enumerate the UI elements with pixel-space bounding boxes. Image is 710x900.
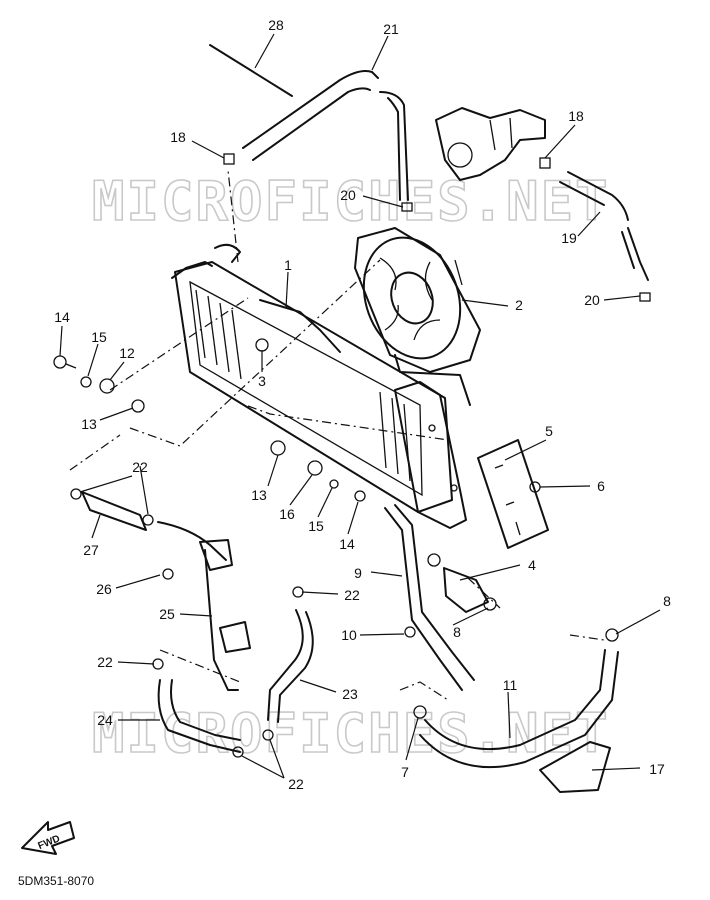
breather-hose [209, 44, 293, 97]
callout-11: 11 [503, 677, 518, 693]
callout-4: 4 [528, 557, 536, 573]
callout-18: 18 [170, 129, 186, 145]
callout-16: 16 [279, 506, 295, 522]
callout-18: 18 [568, 108, 584, 124]
callout-21: 21 [383, 21, 399, 37]
fwd-label: FWD [36, 833, 61, 852]
callouts: 28 21 18 18 20 19 20 2 1 3 14 15 12 13 5… [54, 17, 671, 792]
callout-2: 2 [515, 297, 523, 313]
callout-26: 26 [96, 581, 112, 597]
callout-23: 23 [342, 686, 358, 702]
thermostat-housing [435, 107, 546, 181]
callout-9: 9 [354, 565, 362, 581]
fwd-arrow-icon: FWD [21, 821, 75, 855]
callout-8: 8 [453, 624, 461, 640]
callout-22: 22 [97, 654, 113, 670]
radiator [171, 243, 467, 529]
callout-19: 19 [561, 230, 577, 246]
assembly-lines [69, 169, 605, 701]
callout-7: 7 [401, 764, 409, 780]
callout-24: 24 [97, 712, 113, 728]
callout-22: 22 [132, 459, 148, 475]
lower-left-hoses [81, 491, 314, 753]
diagram-code: 5DM351-8070 [18, 874, 95, 888]
callout-14: 14 [339, 536, 355, 552]
watermark-top: MICROFICHES.NET [92, 170, 610, 233]
bracket [477, 439, 549, 549]
upper-hoses [242, 70, 649, 281]
callout-5: 5 [545, 423, 553, 439]
callout-14: 14 [54, 309, 70, 325]
callout-13: 13 [81, 416, 97, 432]
watermark-bottom: MICROFICHES.NET [92, 702, 610, 765]
callout-22: 22 [288, 776, 304, 792]
callout-15: 15 [308, 518, 324, 534]
callout-22: 22 [344, 587, 360, 603]
callout-17: 17 [649, 761, 665, 777]
callout-15: 15 [91, 329, 107, 345]
callout-25: 25 [159, 606, 175, 622]
callout-13: 13 [251, 487, 267, 503]
callout-6: 6 [597, 478, 605, 494]
leader-lines [59, 33, 661, 779]
callout-27: 27 [83, 542, 99, 558]
callout-20: 20 [340, 187, 356, 203]
callout-20: 20 [584, 292, 600, 308]
callout-12: 12 [119, 345, 135, 361]
callout-8: 8 [663, 593, 671, 609]
cooling-fan [354, 227, 481, 406]
callout-3: 3 [258, 373, 266, 389]
callout-1: 1 [284, 257, 292, 273]
callout-10: 10 [341, 627, 357, 643]
callout-28: 28 [268, 17, 284, 33]
